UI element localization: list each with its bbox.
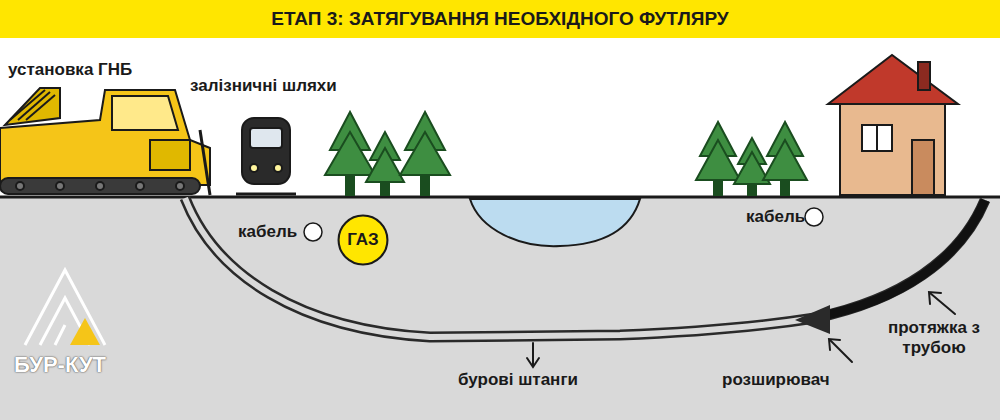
circle-shape	[250, 164, 258, 172]
polygon-shape	[366, 148, 404, 182]
line-shape	[830, 340, 852, 362]
cable-label: кабель	[746, 207, 805, 227]
path-shape	[185, 198, 985, 337]
line-shape	[200, 130, 210, 195]
trees	[325, 112, 807, 195]
rect-shape	[381, 182, 389, 195]
part-label: розширювач	[722, 370, 830, 390]
pipe	[822, 200, 985, 316]
polygon-shape	[112, 96, 178, 130]
rect-shape	[918, 62, 930, 90]
rect-shape	[0, 178, 200, 194]
polygon-shape	[0, 90, 210, 185]
circle-shape	[96, 182, 104, 190]
rect-shape	[840, 100, 945, 195]
logo-text: БУР-КУТ	[14, 352, 106, 378]
circle-shape	[56, 182, 64, 190]
rect-shape	[150, 140, 190, 170]
ground	[0, 197, 1000, 420]
line-shape	[236, 193, 296, 196]
rect-shape	[748, 184, 756, 195]
polygon-shape	[325, 132, 375, 175]
polygon-shape	[400, 132, 450, 175]
g-shape	[16, 182, 184, 190]
line-shape	[532, 343, 534, 366]
polyline-shape	[25, 270, 105, 345]
rect-shape	[714, 180, 722, 195]
part-label: бурові штанги	[458, 370, 578, 390]
line-shape	[876, 125, 878, 151]
circle-shape	[136, 182, 144, 190]
line-shape	[10, 90, 45, 120]
part-label: протяжка з трубою	[872, 318, 996, 359]
node-text: ГАЗ	[337, 214, 389, 266]
rect-shape	[242, 118, 290, 184]
train	[236, 118, 296, 194]
cable-label: кабель	[238, 222, 297, 242]
pond	[470, 199, 640, 246]
line-shape	[55, 325, 65, 345]
house	[828, 55, 958, 195]
rect-shape	[250, 128, 282, 148]
cable-symbol	[304, 223, 322, 241]
diagram-title: ЕТАП 3: ЗАТЯГУВАННЯ НЕОБХІДНОГО ФУТЛЯРУ	[0, 0, 1000, 38]
rail-label: залізничні шляхи	[190, 76, 337, 96]
rect-shape	[781, 180, 789, 195]
polygon-shape	[828, 55, 958, 104]
rect-shape	[346, 175, 354, 195]
polyline-shape	[929, 292, 941, 304]
reamer	[795, 305, 830, 334]
cable-symbol	[805, 208, 823, 226]
polyline-shape	[527, 358, 539, 367]
path-shape	[185, 198, 985, 337]
machine-label: установка ГНБ	[8, 60, 132, 80]
polygon-shape	[763, 140, 807, 180]
gas-circle: ГАЗ	[337, 214, 389, 266]
circle-shape	[274, 164, 282, 172]
rect-shape	[862, 125, 892, 151]
circle-shape	[16, 182, 24, 190]
polygon-shape	[5, 88, 60, 125]
polygon-shape	[696, 140, 740, 180]
rect-shape	[421, 175, 429, 195]
line-shape	[26, 95, 55, 120]
rect-shape	[912, 140, 934, 195]
borehole	[185, 198, 985, 337]
circle-shape	[176, 182, 184, 190]
polygon-shape	[70, 318, 100, 345]
line-shape	[18, 92, 50, 120]
polyline-shape	[829, 339, 840, 350]
line-shape	[930, 293, 955, 314]
drill-rig	[0, 88, 210, 195]
logo	[25, 270, 105, 345]
